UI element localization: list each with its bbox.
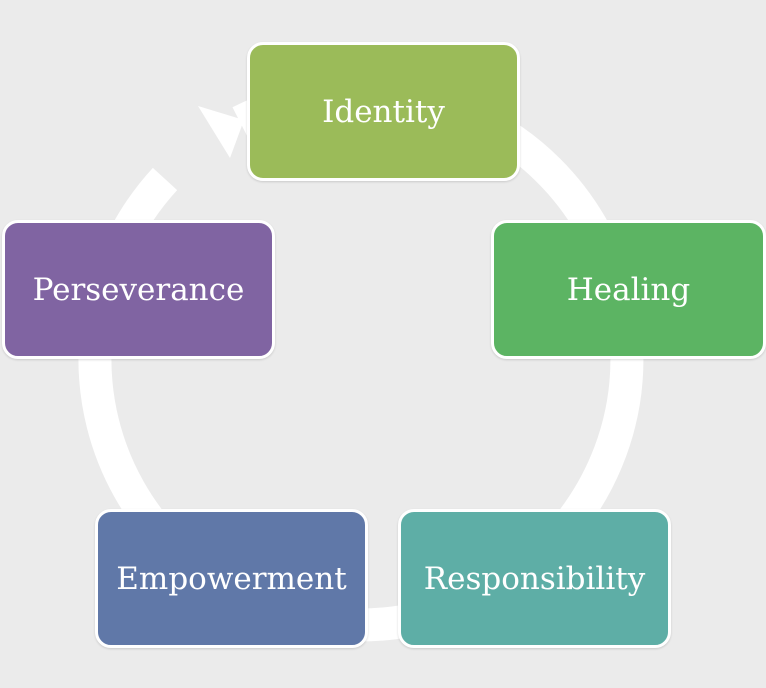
cycle-node-label: Perseverance <box>32 271 245 308</box>
cycle-node-label: Healing <box>566 271 691 308</box>
cycle-node-label: Responsibility <box>423 560 646 597</box>
cycle-node-perseverance: Perseverance <box>2 220 275 359</box>
cycle-node-responsibility: Responsibility <box>398 509 671 648</box>
cycle-node-label: Identity <box>322 93 445 130</box>
cycle-node-empowerment: Empowerment <box>95 509 368 648</box>
cycle-node-healing: Healing <box>491 220 766 359</box>
cycle-arrowhead-icon <box>198 106 244 158</box>
cycle-node-label: Empowerment <box>116 560 347 597</box>
cycle-node-identity: Identity <box>247 42 520 181</box>
